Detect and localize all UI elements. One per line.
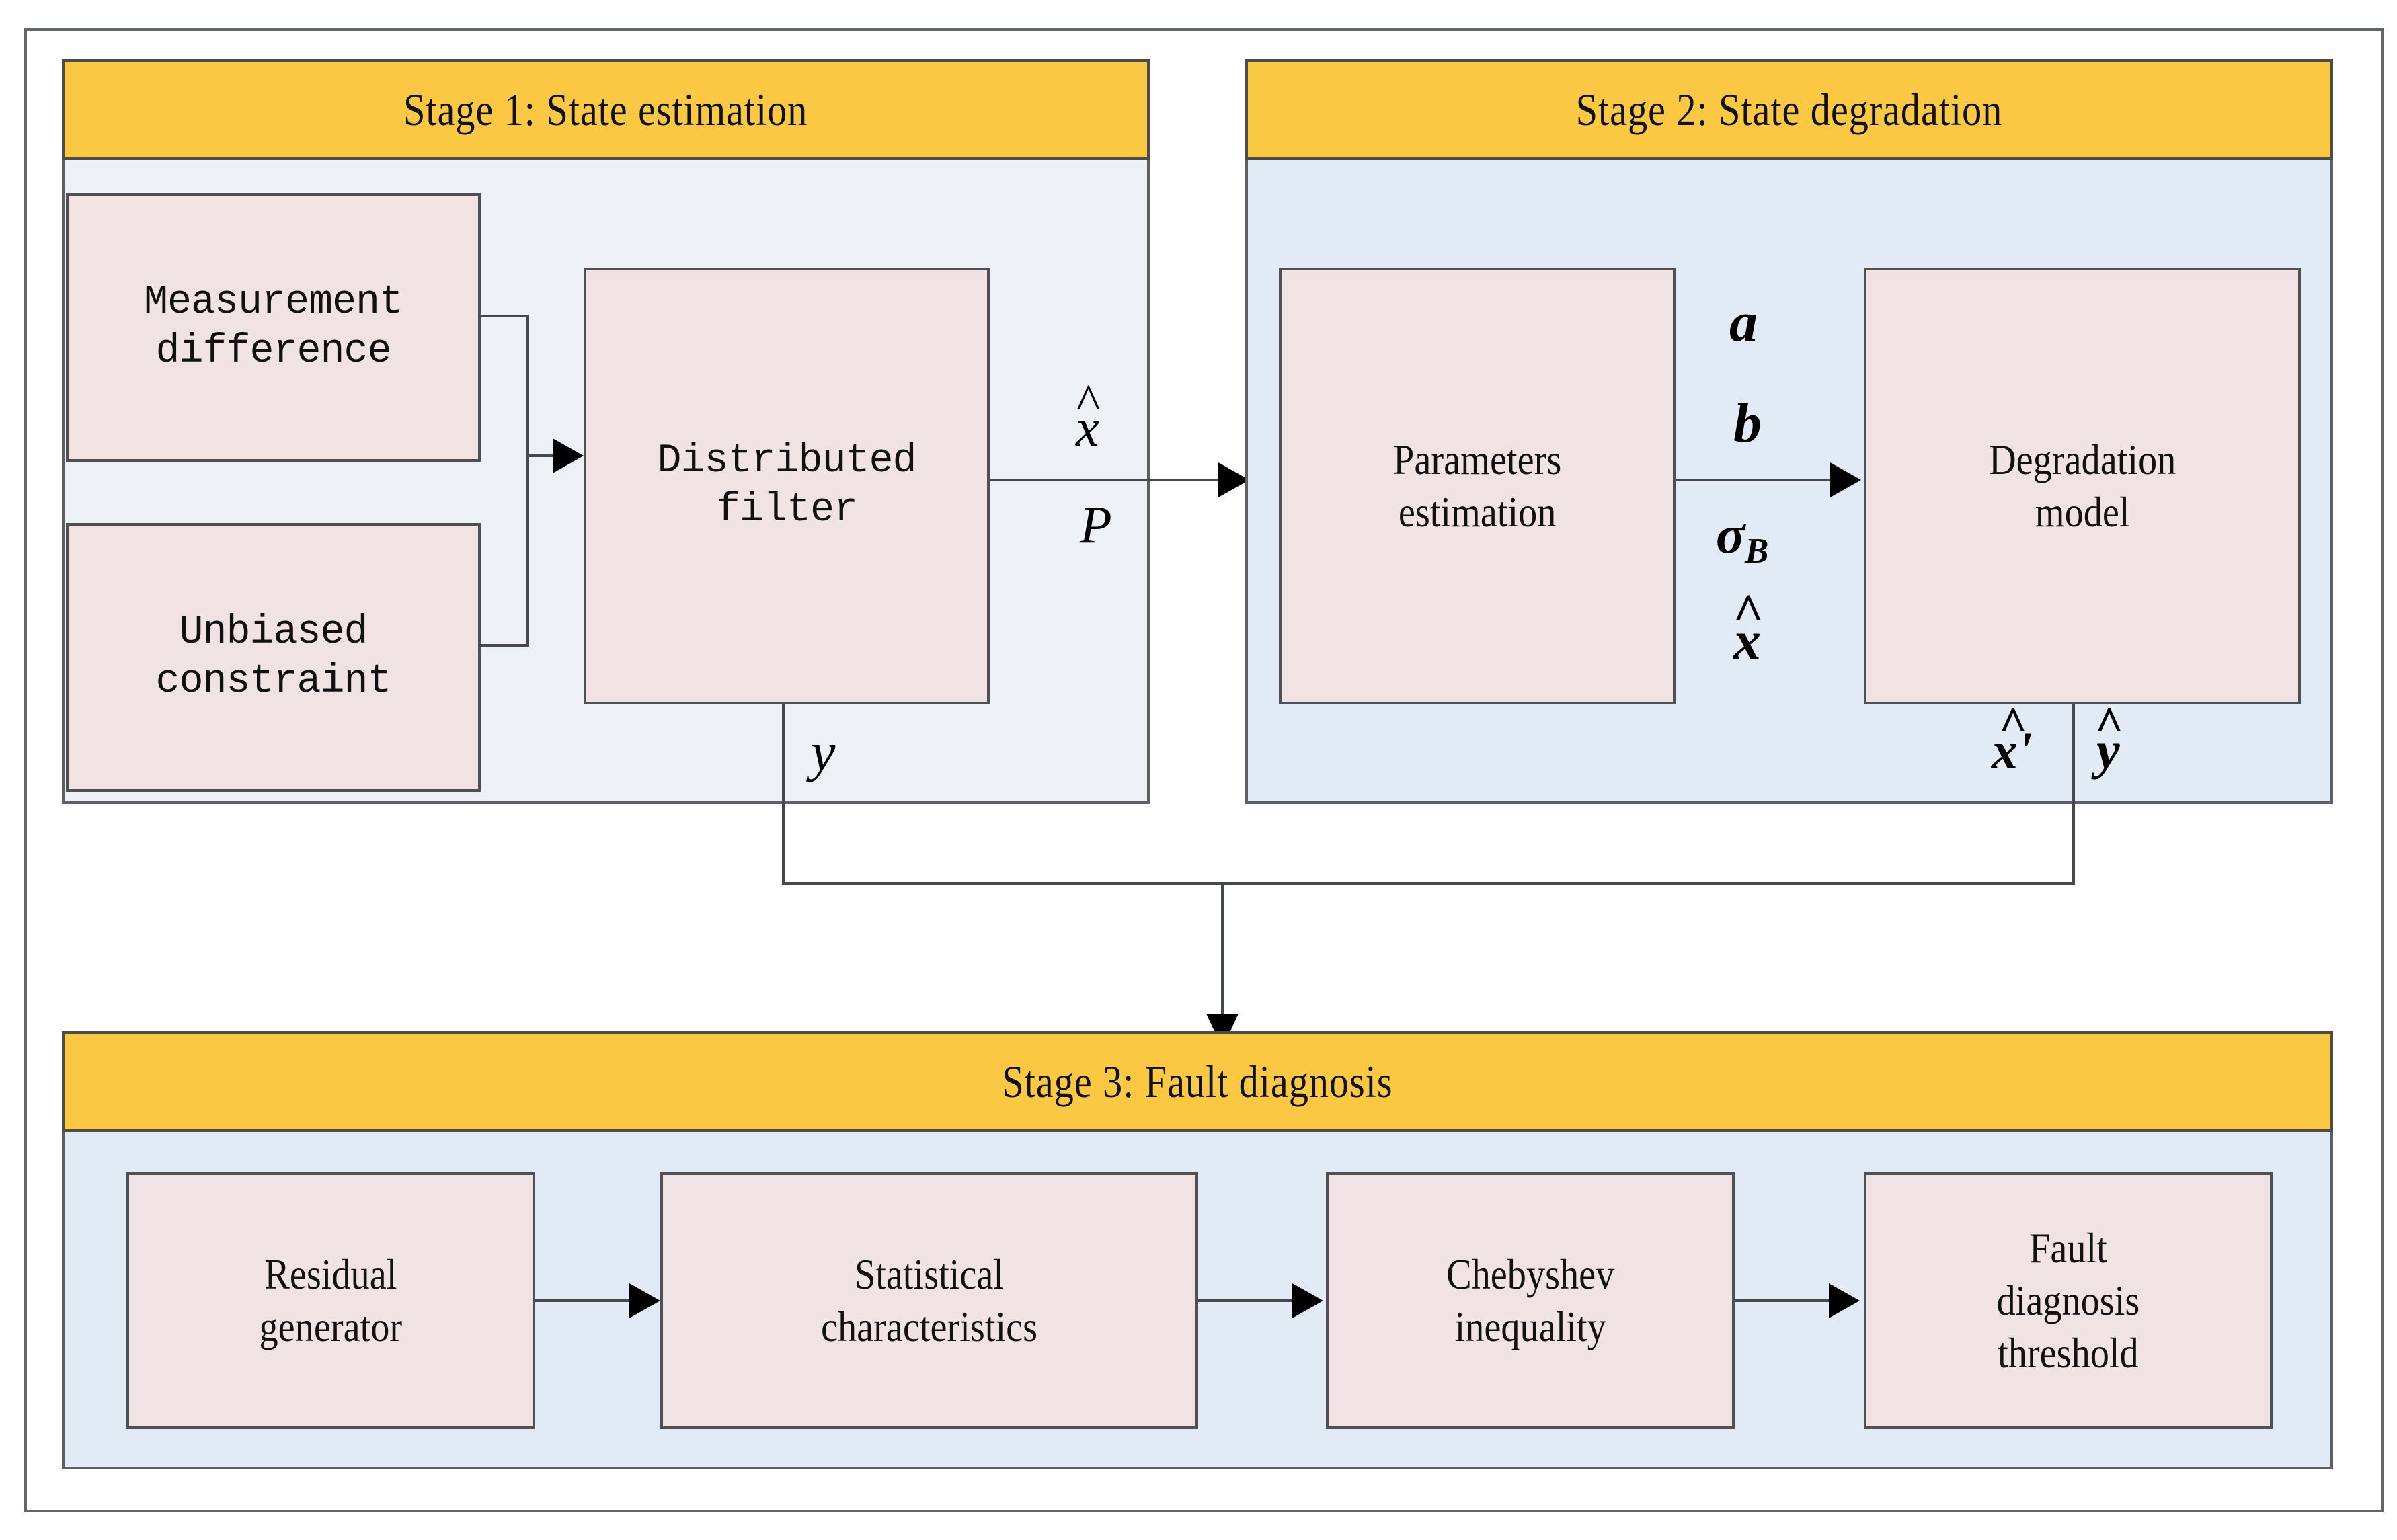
edge-label-a: a	[1729, 294, 1758, 351]
edge-label-y-base: y	[811, 721, 836, 782]
node-chebyshev-inequality-label: Chebyshev inequality	[1446, 1250, 1615, 1350]
params-to-degradation-line	[1676, 479, 1834, 481]
node-degradation-model-label: Degradation model	[1988, 435, 2176, 536]
edge-label-x-hat-base: x	[1076, 399, 1099, 457]
arrow-into-statistical-characteristics	[629, 1283, 660, 1318]
residual-to-statistical-line	[535, 1299, 635, 1302]
edge-label-a-base: a	[1729, 291, 1758, 354]
node-statistical-characteristics-label: Statistical characteristics	[820, 1250, 1038, 1350]
join-line-right-vertical	[2072, 704, 2075, 885]
edge-label-p-base: P	[1080, 495, 1112, 554]
bracket-vertical	[526, 315, 529, 647]
edge-label-p: P	[1080, 499, 1112, 551]
arrow-into-stage-2	[1218, 462, 1249, 497]
chebyshev-to-threshold-line	[1735, 1299, 1834, 1302]
hat-accent-y: ^	[2094, 696, 2124, 752]
edge-label-x-hat-prime-base: x'	[1992, 721, 2033, 780]
node-parameters-estimation[interactable]: Parameters estimation	[1279, 268, 1676, 704]
node-fault-diagnosis-threshold[interactable]: Fault diagnosis threshold	[1864, 1172, 2273, 1429]
arrow-into-distributed-filter	[553, 438, 584, 473]
edge-label-sigma-b: σB	[1716, 508, 1768, 569]
hat-accent-x-2: ^	[1733, 583, 1764, 642]
node-residual-generator[interactable]: Residual generator	[126, 1172, 535, 1429]
stage-3-header-label: Stage 3: Fault diagnosis	[1002, 1055, 1393, 1107]
hat-accent-x: ^	[1076, 374, 1101, 430]
edge-label-x-hat-prime: ^x'	[1992, 700, 2033, 777]
bracket-top-stub	[479, 315, 529, 317]
arrow-into-degradation-model	[1830, 462, 1861, 497]
bracket-to-filter-line	[526, 454, 559, 457]
node-fault-diagnosis-threshold-label: Fault diagnosis threshold	[1996, 1223, 2140, 1377]
node-parameters-estimation-label: Parameters estimation	[1392, 435, 1562, 536]
edge-label-y-hat-base: y	[2096, 721, 2120, 780]
node-degradation-model[interactable]: Degradation model	[1864, 268, 2301, 704]
stage-3-header: Stage 3: Fault diagnosis	[62, 1031, 2333, 1132]
join-line-horizontal	[782, 882, 2075, 885]
node-residual-generator-label: Residual generator	[259, 1250, 403, 1350]
bracket-bottom-stub	[479, 644, 529, 647]
node-unbiased-constraint[interactable]: Unbiased constraint	[66, 523, 481, 792]
edge-label-x-hat-2: ^x	[1733, 586, 1764, 671]
node-distributed-filter[interactable]: Distributed filter	[584, 268, 990, 704]
stage-2-header: Stage 2: State degradation	[1245, 59, 2333, 160]
node-statistical-characteristics[interactable]: Statistical characteristics	[660, 1172, 1198, 1429]
edge-label-y: y	[811, 725, 835, 780]
edge-label-x-hat: ^x	[1076, 377, 1100, 457]
node-distributed-filter-label: Distributed filter	[657, 438, 916, 533]
stage-1-header: Stage 1: State estimation	[62, 59, 1150, 160]
edge-label-sigma-subscript: B	[1745, 531, 1769, 571]
node-measurement-difference-label: Measurement difference	[143, 279, 403, 374]
join-line-left-vertical	[782, 704, 785, 885]
arrow-into-fault-diagnosis-threshold	[1829, 1283, 1860, 1318]
edge-label-x-hat-2-base: x	[1733, 610, 1761, 671]
edge-label-b: b	[1733, 395, 1762, 452]
stage-1-header-label: Stage 1: State estimation	[403, 83, 808, 135]
edge-label-sigma-base: σ	[1716, 505, 1745, 565]
node-measurement-difference[interactable]: Measurement difference	[66, 193, 481, 462]
arrow-into-chebyshev-inequality	[1292, 1283, 1323, 1318]
statistical-to-chebyshev-line	[1198, 1299, 1298, 1302]
filter-to-stage2-line	[990, 479, 1232, 481]
hat-accent-x-prime: ^	[1998, 696, 2028, 752]
stage-2-header-label: Stage 2: State degradation	[1575, 83, 2003, 135]
edge-label-y-hat: ^y	[2095, 700, 2124, 777]
node-unbiased-constraint-label: Unbiased constraint	[155, 609, 391, 704]
node-chebyshev-inequality[interactable]: Chebyshev inequality	[1326, 1172, 1735, 1429]
join-line-drop-to-stage-3	[1221, 882, 1224, 1023]
edge-label-b-base: b	[1733, 392, 1762, 454]
